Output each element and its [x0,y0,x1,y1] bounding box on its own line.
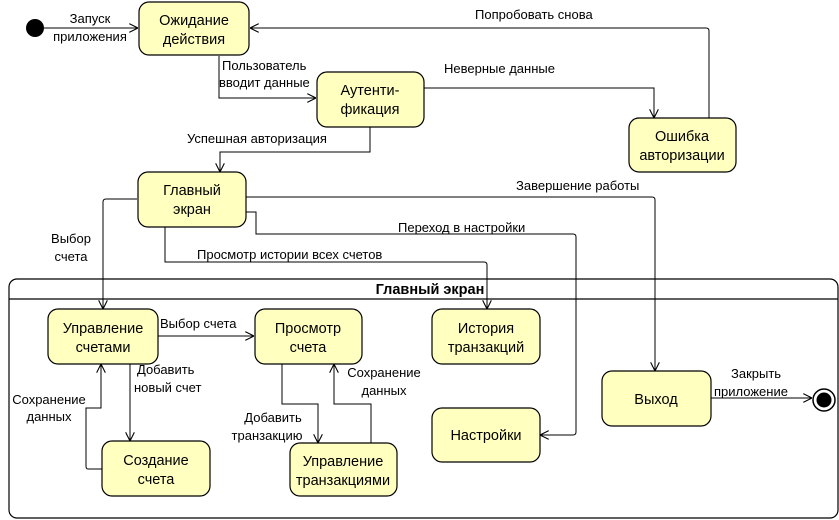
state-auth-error: Ошибка авторизации [628,117,737,173]
label-select-account-inner: Выбор счета [160,316,237,331]
state-label: счетами [76,340,131,356]
transition-labels: Запуск приложения Попробовать снова Поль… [12,7,788,443]
label-select-account: счета [55,249,89,264]
state-settings: Настройки [431,407,541,463]
state-label: История [458,321,514,337]
edge-create-account [85,364,102,470]
label-save-data-left: данных [26,409,72,424]
state-label: Управление [63,321,144,337]
edge-view-transactions [281,364,318,443]
label-retry: Попробовать снова [475,7,593,22]
label-add-transaction: транзакцию [232,428,303,443]
composite-state-main-screen: Главный экран [8,278,839,519]
edge-main-exit [246,196,655,371]
state-waiting: Ожидание действия [138,1,250,56]
edge-error-retry [250,28,710,118]
state-label: Настройки [450,428,521,444]
state-auth: Аутенти- фикация [316,71,425,128]
state-label: экран [173,202,211,218]
label-app-start: приложения [53,29,127,44]
label-to-settings: Переход в настройки [398,220,525,235]
state-create-account: Создание счета [101,440,211,497]
state-label: транзакциями [296,473,390,489]
label-user-enters-data: вводит данные [219,75,310,90]
state-account-mgmt: Управление счетами [47,308,159,365]
state-label: счета [138,472,176,488]
edge-main-settings [246,211,577,435]
state-label: действия [163,32,225,48]
state-transaction-mgmt: Управление транзакциями [289,442,398,497]
state-label: фикация [340,102,399,118]
label-save-data-left: Сохранение [12,392,86,407]
edge-auth-error [424,87,654,118]
state-account-view: Просмотр счета [254,308,363,365]
label-invalid-data: Неверные данные [444,61,555,76]
state-exit: Выход [601,370,712,427]
label-user-enters-data: Пользователь [222,58,307,73]
final-state [812,388,836,412]
label-select-account: Выбор [51,231,91,246]
label-add-new-account: Добавить [137,362,195,377]
label-save-data-right: Сохранение [347,365,421,380]
label-close-app: приложение [714,384,788,399]
edge-main-account [103,198,137,309]
state-label: транзакций [448,340,524,356]
label-save-data-right: данных [361,383,407,398]
edge-transactions-view [334,364,372,443]
state-label: Главный [163,183,221,199]
state-main-screen: Главный экран [137,171,247,228]
state-label: Просмотр [275,321,341,337]
label-add-new-account: новый счет [134,380,201,395]
state-label: Управление [303,454,384,470]
state-label: Аутенти- [341,83,400,99]
transitions [44,28,812,470]
label-shutdown: Завершение работы [516,178,639,193]
edge-waiting-auth [218,56,316,98]
label-auth-success: Успешная авторизация [187,131,327,146]
label-add-transaction: Добавить [244,410,302,425]
state-label: Создание [123,453,188,469]
state-label: авторизации [639,148,724,164]
label-view-all-history: Просмотр истории всех счетов [197,247,382,262]
state-history: История транзакций [431,308,541,365]
edge-main-history [164,227,487,309]
initial-state [26,19,44,37]
state-label: Выход [634,392,678,408]
state-label: Ожидание [159,13,229,29]
state-label: счета [290,340,328,356]
label-app-start: Запуск [70,11,111,26]
composite-title: Главный экран [376,282,485,298]
state-label: Ошибка [655,129,710,145]
edge-auth-main [220,127,371,172]
label-close-app: Закрыть [731,366,781,381]
